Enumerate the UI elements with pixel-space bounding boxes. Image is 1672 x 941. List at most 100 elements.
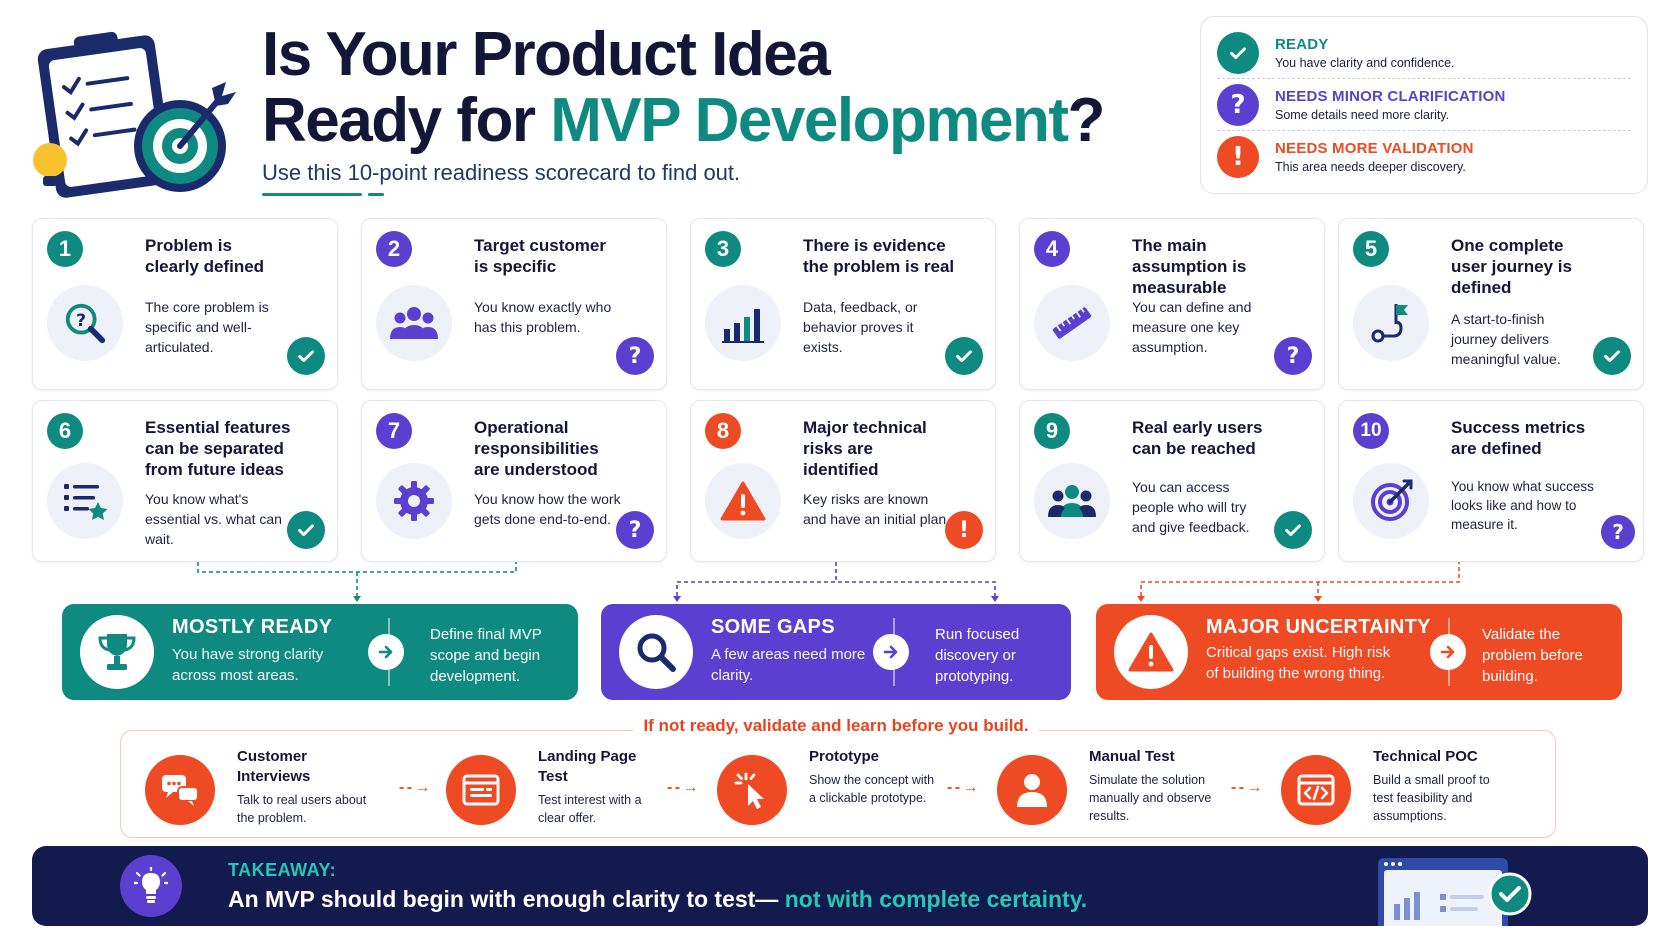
question-icon: ? (1217, 83, 1259, 126)
method-description: Show the concept with a clickable protot… (809, 773, 935, 805)
card-group-connectors (197, 562, 1460, 602)
scorecard-item-5: 5 One complete user journey is defined A… (1338, 218, 1644, 390)
search-icon (619, 615, 693, 689)
item-number: 3 (705, 231, 741, 267)
method-description: Simulate the solution manually and obser… (1089, 773, 1212, 823)
scorecard-item-1: 1 ? Problem is clearly defined The core … (32, 218, 338, 390)
gear-icon (376, 463, 452, 539)
item-number: 4 (1034, 231, 1070, 267)
exclamation-icon: ! (945, 511, 983, 549)
target-icon (1353, 463, 1429, 539)
scorecard-item-9: 9 Real early users can be reached You ca… (1019, 400, 1325, 562)
item-description: You can define and measure one key assum… (1132, 299, 1252, 355)
item-number: 1 (47, 231, 83, 267)
takeaway-text: An MVP should begin with enough clarity … (228, 886, 1088, 912)
subtitle-underline (262, 193, 362, 196)
check-icon (1593, 337, 1631, 375)
takeaway-label: TAKEAWAY: (228, 860, 337, 880)
scorecard-item-10: 10 Success metrics are defined You know … (1338, 400, 1644, 562)
scorecard-item-3: 3 There is evidence the problem is real … (690, 218, 996, 390)
item-description: You know exactly who has this problem. (474, 299, 612, 335)
item-description: You know what's essential vs. what can w… (145, 491, 282, 547)
ruler-icon (1034, 285, 1110, 361)
method-description: Talk to real users about the problem. (237, 793, 367, 825)
item-number: 9 (1034, 413, 1070, 449)
outcome-next-step: Validate the problem before building. (1482, 626, 1583, 685)
scorecard-item-7: 7 Operational responsibilities are under… (361, 400, 667, 562)
title-accent: MVP Development (550, 86, 1069, 155)
item-number: 10 (1353, 413, 1389, 449)
trophy-icon (80, 615, 154, 689)
bar-chart-icon (705, 285, 781, 361)
page-title: Is Your Product Idea Ready for MVP Devel… (262, 22, 1122, 154)
clipboard-target-illustration (33, 31, 236, 198)
outcome-mostly-ready: MOSTLY READY You have strong clarity acr… (62, 604, 578, 700)
takeaway-banner: TAKEAWAY: An MVP should begin with enoug… (32, 846, 1648, 926)
item-number: 2 (376, 231, 412, 267)
scorecard-item-8: 8 Major technical risks are identified K… (690, 400, 996, 562)
arrow-connector: - - → (947, 779, 979, 796)
method-title: Technical POC (1373, 748, 1478, 765)
title-line-1: Is Your Product Idea (262, 20, 831, 89)
outcome-description: You have strong clarity across most area… (172, 646, 324, 684)
check-icon (287, 511, 325, 549)
method-title: Customer Interviews (237, 748, 311, 785)
svg-text:?: ? (76, 311, 86, 331)
page-subtitle: Use this 10-point readiness scorecard to… (262, 160, 741, 185)
scorecard-item-2: 2 Target customer is specific You know e… (361, 218, 667, 390)
warning-icon (705, 463, 781, 539)
arrow-right-icon (1430, 634, 1466, 670)
people-icon (376, 285, 452, 361)
arrow-connector: - - → (399, 779, 431, 796)
item-title: Success metrics are defined (1451, 418, 1586, 458)
magnifier-question-icon: ? (47, 285, 123, 361)
outcome-title: MAJOR UNCERTAINTY (1206, 616, 1431, 638)
item-description: You know how the work gets done end-to-e… (474, 491, 621, 527)
method-title: Prototype (809, 748, 880, 765)
item-title: Major technical risks are identified (803, 418, 927, 479)
journey-flag-icon (1353, 285, 1429, 361)
item-number: 6 (47, 413, 83, 449)
item-description: A start-to-finish journey delivers meani… (1451, 311, 1561, 367)
arrow-connector: - - → (1231, 779, 1263, 796)
item-description: Key risks are known and have an initial … (803, 491, 951, 527)
question-icon: ? (1601, 515, 1635, 549)
outcome-major-uncertainty: MAJOR UNCERTAINTY Critical gaps exist. H… (1096, 604, 1622, 700)
chat-bubbles-icon (145, 755, 215, 825)
arrow-connector: - - → (667, 779, 699, 796)
arrow-right-icon (873, 634, 909, 670)
check-icon (287, 337, 325, 375)
warning-icon (1114, 615, 1188, 689)
takeaway-highlight: not with complete certainty. (778, 886, 1088, 912)
outcome-some-gaps: SOME GAPS A few areas need more clarity.… (601, 604, 1071, 700)
method-title: Landing Page Test (538, 748, 637, 785)
validation-methods: Customer Interviews Talk to real users a… (120, 730, 1556, 838)
cursor-click-icon (717, 755, 787, 825)
outcome-description: Critical gaps exist. High risk of buildi… (1206, 644, 1391, 682)
title-line-2: Ready for MVP Development? (262, 86, 1105, 155)
list-star-icon (47, 463, 123, 539)
question-icon: ? (1274, 337, 1312, 375)
question-icon: ? (616, 337, 654, 375)
item-title: Operational responsibilities are underst… (474, 418, 599, 479)
outcome-title: SOME GAPS (711, 616, 835, 638)
item-description: You can access people who will try and g… (1132, 479, 1250, 535)
outcome-title: MOSTLY READY (172, 616, 333, 638)
lightbulb-icon (120, 855, 182, 917)
validation-heading: If not ready, validate and learn before … (0, 716, 1672, 736)
item-number: 5 (1353, 231, 1389, 267)
browser-window-icon (446, 755, 516, 825)
outcome-description: A few areas need more clarity. (711, 646, 866, 684)
dashboard-check-illustration (1378, 858, 1532, 926)
outcome-next-step: Run focused discovery or prototyping. (935, 626, 1020, 685)
item-title: Real early users can be reached (1132, 418, 1263, 458)
subtitle-underline-dot (368, 193, 384, 196)
item-description: You know what success looks like and how… (1451, 479, 1594, 532)
method-title: Manual Test (1089, 748, 1175, 765)
scorecard-item-6: 6 Essential features can be separated fr… (32, 400, 338, 562)
check-icon (945, 337, 983, 375)
